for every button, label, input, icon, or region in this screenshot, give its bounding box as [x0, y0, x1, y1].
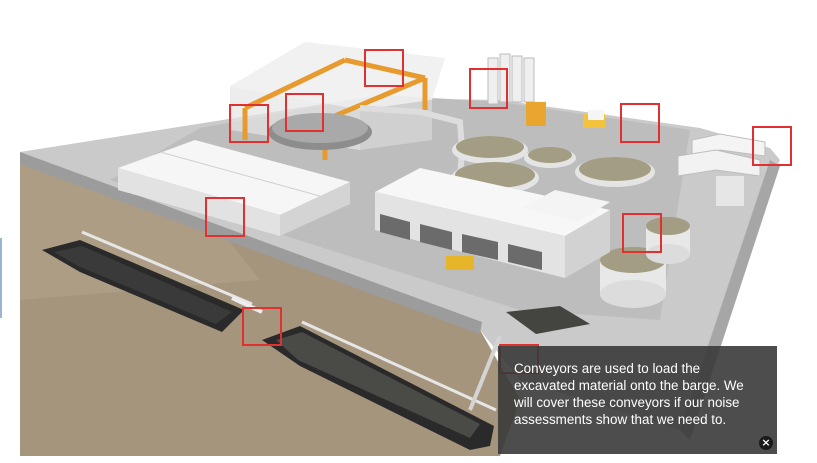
- hotspot-silos[interactable]: [469, 68, 508, 109]
- hotspot-storage-shed[interactable]: [205, 197, 245, 237]
- hotspot-offices[interactable]: [752, 126, 792, 166]
- hotspot-vehicle-park[interactable]: [620, 103, 660, 143]
- hotspot-shed-roof[interactable]: [364, 49, 404, 87]
- barge-left: [42, 230, 253, 332]
- hotspot-tanks[interactable]: [622, 213, 662, 253]
- hotspot-gantry-left[interactable]: [229, 104, 269, 143]
- info-tooltip: Conveyors are used to load the excavated…: [498, 346, 777, 454]
- hotspot-barge-walkway[interactable]: [242, 307, 282, 346]
- tooltip-text: Conveyors are used to load the excavated…: [514, 361, 744, 427]
- wheel-loader: [446, 256, 474, 270]
- storage-sheds-left: [118, 140, 350, 236]
- close-icon[interactable]: ×: [759, 436, 773, 450]
- excavation-shed: [375, 168, 610, 278]
- hotspot-shaft[interactable]: [285, 93, 324, 132]
- gantry-crane: [242, 57, 428, 160]
- treatment-tanks: [451, 136, 690, 308]
- silos: [487, 53, 535, 105]
- office-buildings: [677, 133, 766, 206]
- left-edge-marker: [0, 238, 2, 318]
- conveyor: [468, 335, 502, 411]
- barge-right: [262, 320, 497, 450]
